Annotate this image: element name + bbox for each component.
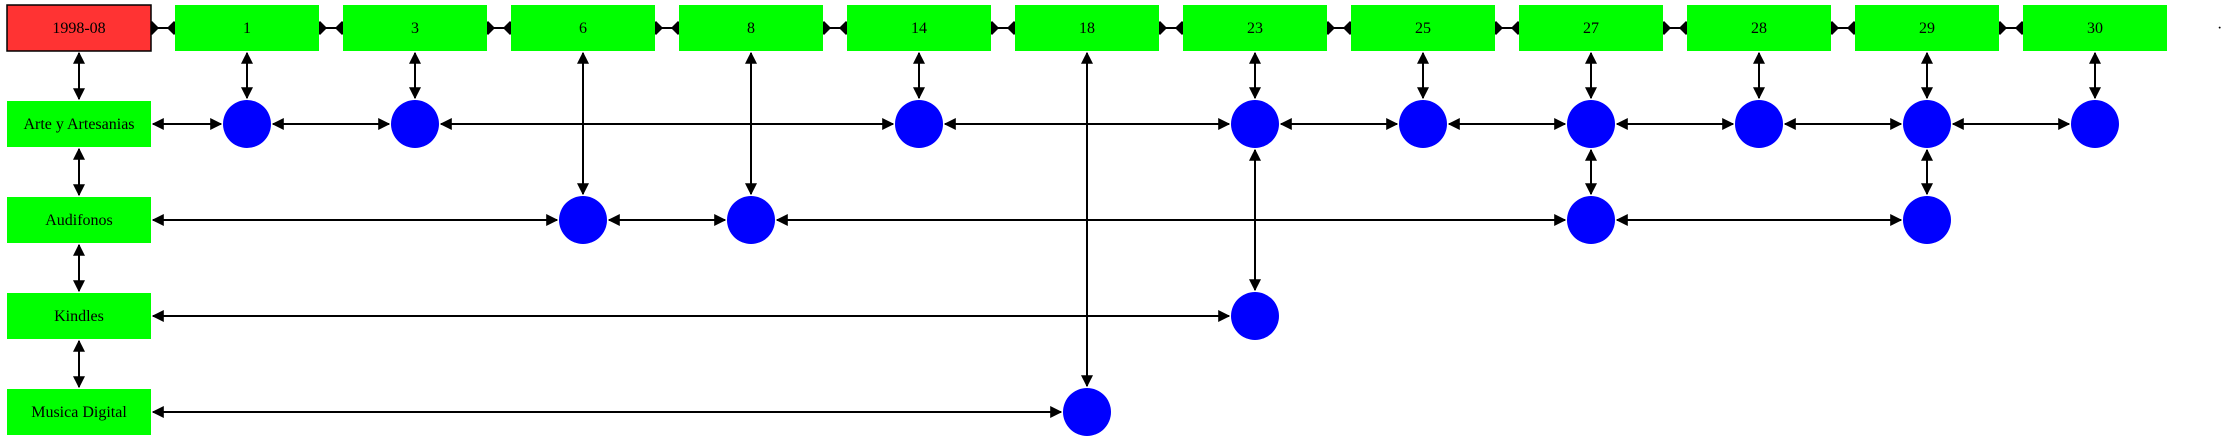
node-arte-y-artesanias-3 <box>391 100 439 148</box>
row-label-kindles: Kindles <box>54 308 104 325</box>
continuation-dots: · · <box>2217 20 2221 37</box>
column-label-3: 3 <box>411 20 419 37</box>
node-arte-y-artesanias-29 <box>1903 100 1951 148</box>
column-box-29 <box>1855 5 1999 51</box>
header-box <box>6 4 152 52</box>
column-label-6: 6 <box>579 20 587 37</box>
node-arte-y-artesanias-25 <box>1399 100 1447 148</box>
node-arte-y-artesanias-28 <box>1735 100 1783 148</box>
column-label-1: 1 <box>243 20 251 37</box>
row-box-audifonos <box>7 197 151 243</box>
node-arte-y-artesanias-14 <box>895 100 943 148</box>
row-label-audifonos: Audifonos <box>45 212 113 229</box>
node-arte-y-artesanias-27 <box>1567 100 1615 148</box>
column-label-29: 29 <box>1919 20 1935 37</box>
node-audifonos-29 <box>1903 196 1951 244</box>
column-box-1 <box>175 5 319 51</box>
row-box-kindles <box>7 293 151 339</box>
node-audifonos-27 <box>1567 196 1615 244</box>
column-box-23 <box>1183 5 1327 51</box>
node-audifonos-8 <box>727 196 775 244</box>
column-label-28: 28 <box>1751 20 1767 37</box>
header-label: 1998-08 <box>52 20 105 37</box>
column-box-27 <box>1519 5 1663 51</box>
node-arte-y-artesanias-30 <box>2071 100 2119 148</box>
row-box-arte-y-artesanias <box>7 101 151 147</box>
node-audifonos-6 <box>559 196 607 244</box>
column-box-18 <box>1015 5 1159 51</box>
column-box-30 <box>2023 5 2167 51</box>
column-box-8 <box>679 5 823 51</box>
column-label-30: 30 <box>2087 20 2103 37</box>
node-arte-y-artesanias-23 <box>1231 100 1279 148</box>
row-box-musica-digital <box>7 389 151 435</box>
column-box-3 <box>343 5 487 51</box>
edges-layer <box>73 21 2101 418</box>
node-arte-y-artesanias-1 <box>223 100 271 148</box>
column-label-8: 8 <box>747 20 755 37</box>
column-label-14: 14 <box>911 20 927 37</box>
node-musica-digital-18 <box>1063 388 1111 436</box>
row-label-arte-y-artesanias: Arte y Artesanias <box>23 116 134 133</box>
column-label-18: 18 <box>1079 20 1095 37</box>
column-label-25: 25 <box>1415 20 1431 37</box>
node-kindles-23 <box>1231 292 1279 340</box>
column-label-23: 23 <box>1247 20 1263 37</box>
column-box-25 <box>1351 5 1495 51</box>
nodes-layer <box>223 100 2119 436</box>
row-label-musica-digital: Musica Digital <box>31 404 127 421</box>
column-box-14 <box>847 5 991 51</box>
column-box-6 <box>511 5 655 51</box>
column-label-27: 27 <box>1583 20 1599 37</box>
column-box-28 <box>1687 5 1831 51</box>
